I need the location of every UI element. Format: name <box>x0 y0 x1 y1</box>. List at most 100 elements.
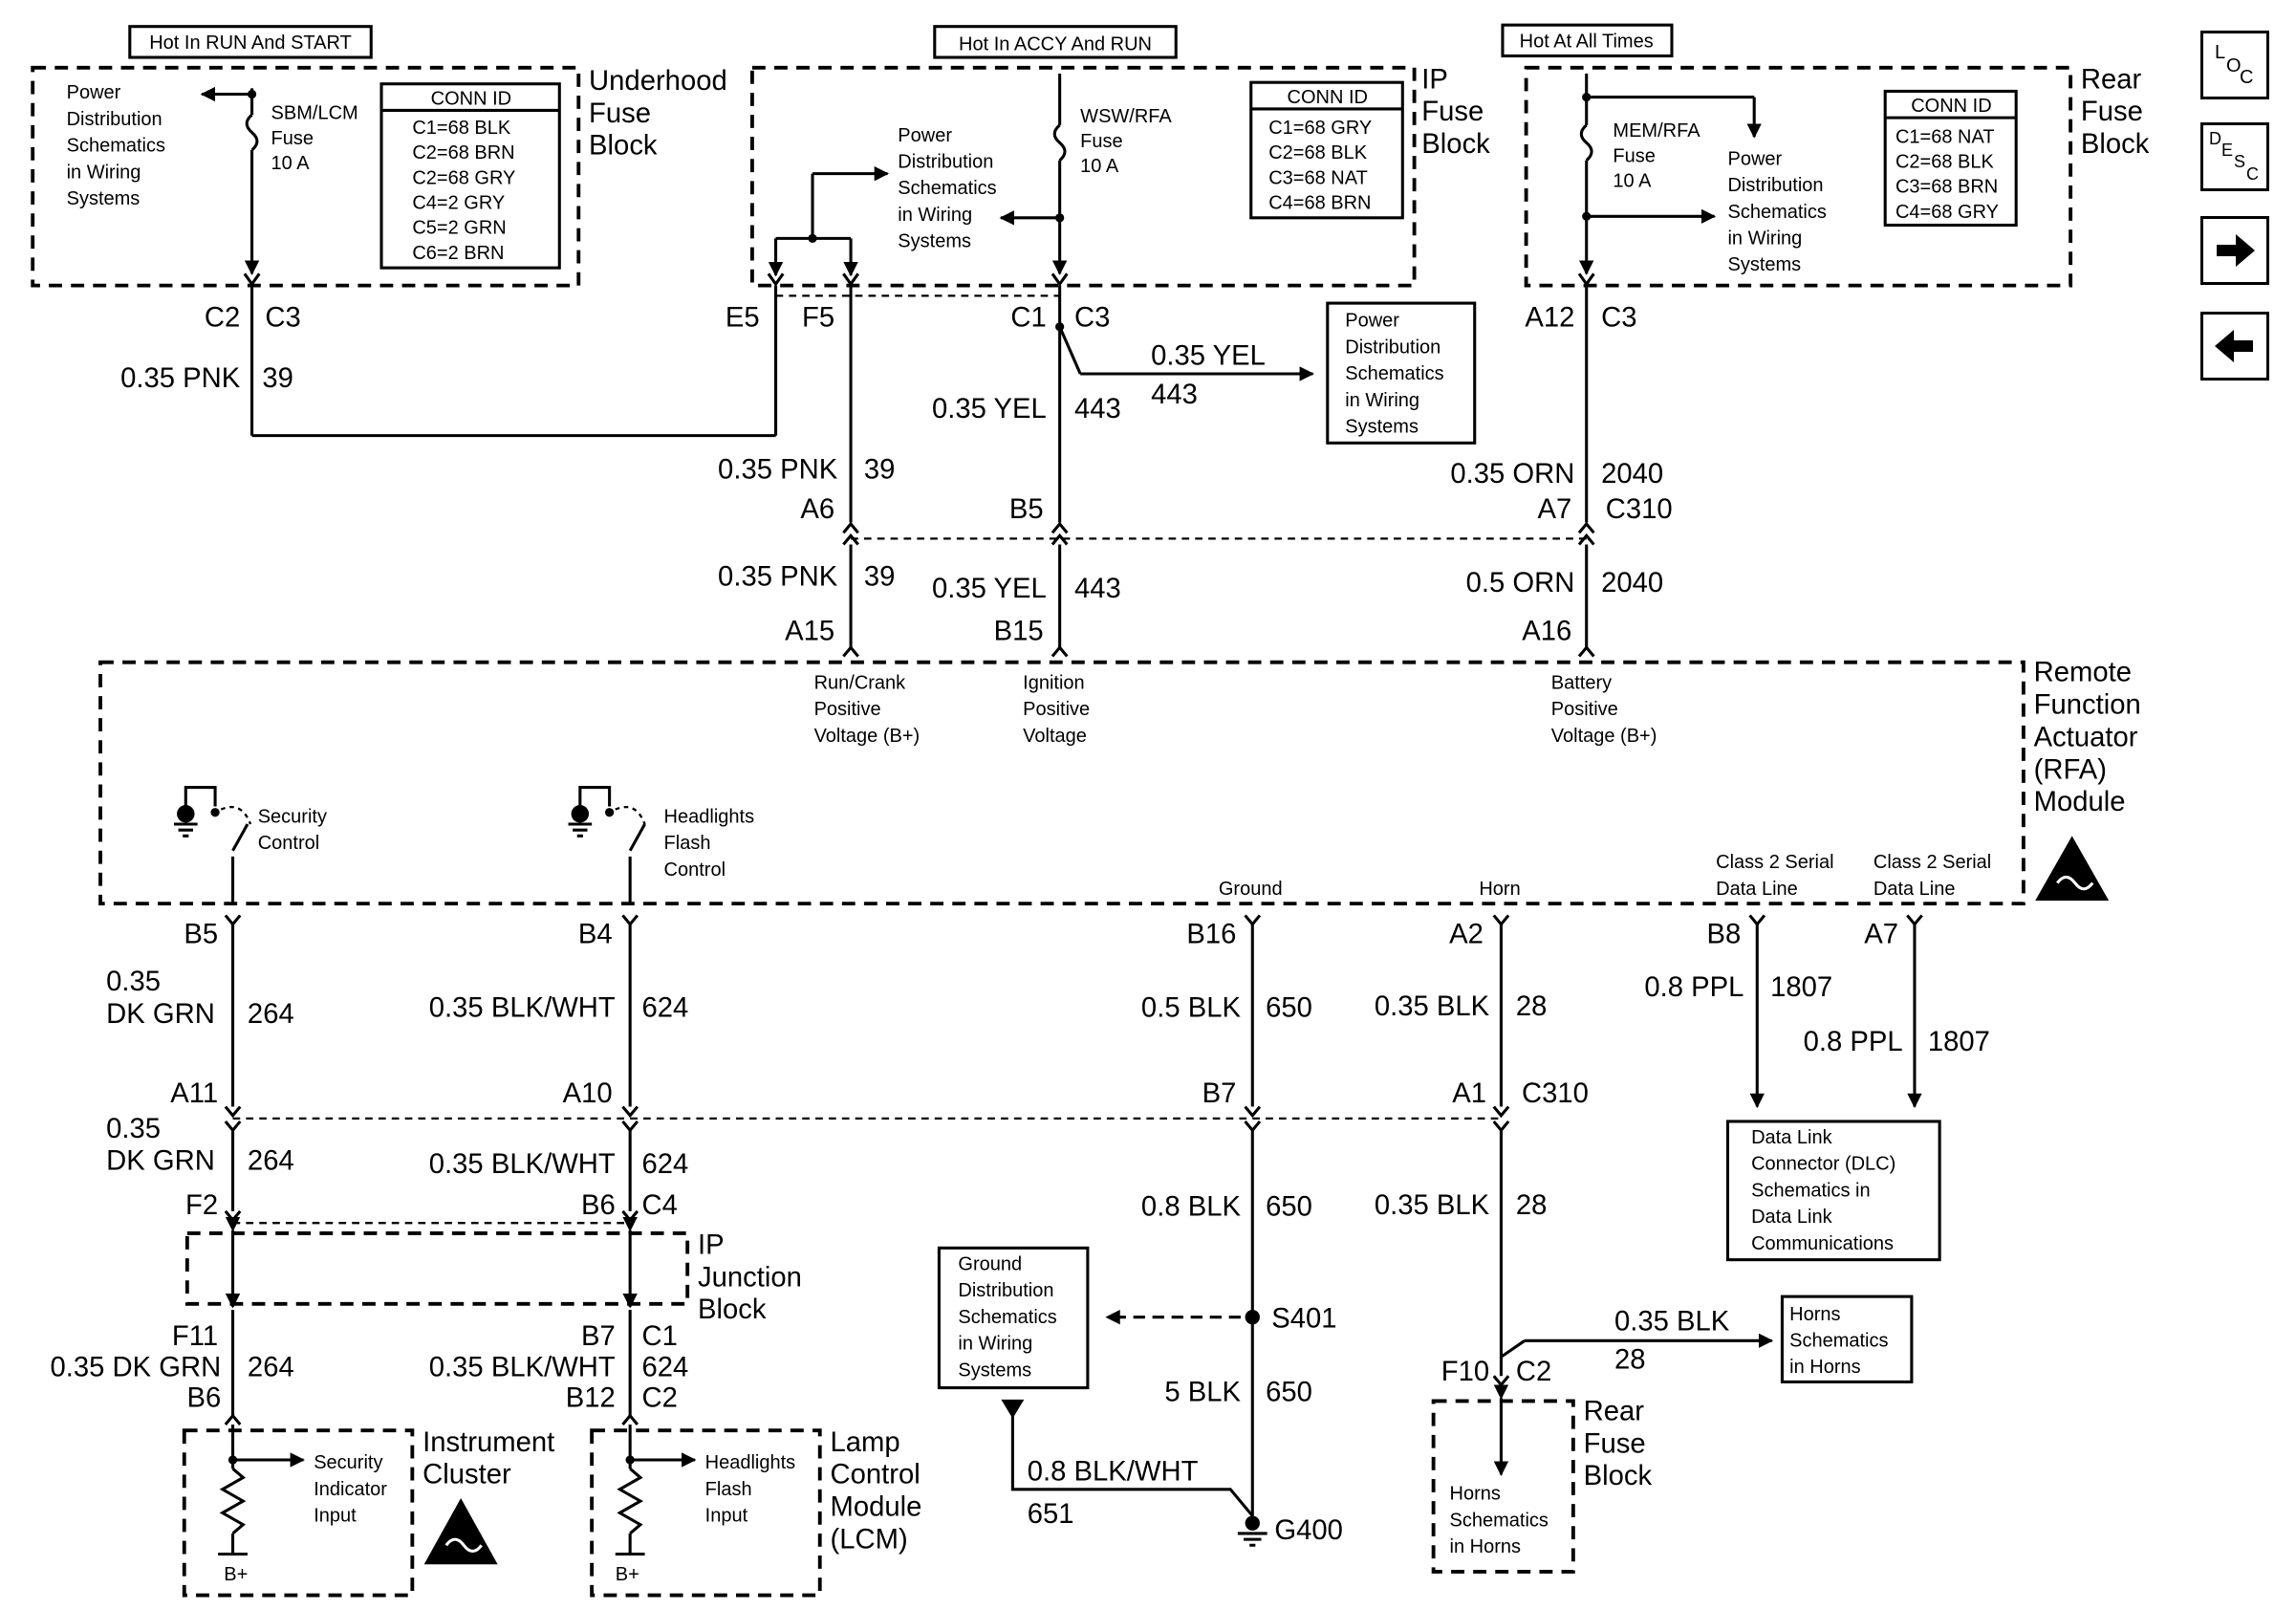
wire-label-color: 0.8 BLK <box>1141 1191 1242 1222</box>
conn-id-entry: C1=68 BLK <box>412 118 511 139</box>
previous-page-button[interactable] <box>2200 312 2269 381</box>
pin-label: A2 <box>1449 920 1484 950</box>
desc-letter: E <box>2221 141 2233 160</box>
bplus-label: B+ <box>616 1564 639 1585</box>
wire-label-color: 0.8 BLK/WHT <box>1028 1457 1199 1488</box>
block-label-lcm: Lamp <box>831 1427 900 1458</box>
ref-label-pds: Schematics <box>1345 363 1443 384</box>
wire-label-color: 0.35 BLK/WHT <box>429 1352 616 1382</box>
connector-symbol <box>1492 1105 1510 1119</box>
input-label-headlights: Headlights <box>705 1452 796 1473</box>
conn-id-box-rear <box>1883 89 2018 228</box>
conn-id-entry: C2=68 BRN <box>412 142 514 163</box>
switch-headlights-blade <box>628 823 646 852</box>
rfa-terminal-security: Control <box>258 833 319 854</box>
ref-label-dlc: Data Link <box>1751 1207 1832 1228</box>
block-label-rfa: Actuator <box>2034 722 2138 752</box>
rfa-terminal-battery: Positive <box>1551 699 1618 720</box>
pin-label: C1 <box>641 1321 677 1352</box>
connector-symbol <box>1577 533 1595 546</box>
connector-symbol <box>1492 1120 1510 1133</box>
ref-label-pds: in Wiring <box>67 162 141 183</box>
wire-label-color: 5 BLK <box>1164 1377 1241 1407</box>
block-label-rear-fuse: Fuse <box>2081 97 2143 127</box>
wire-label-color: 0.35 PNK <box>120 363 241 394</box>
pin-label: C1 <box>1010 303 1046 334</box>
switch-headlights-link <box>615 805 646 825</box>
rfa-terminal-ignition: Positive <box>1023 699 1090 720</box>
desc-button[interactable]: D E S C <box>2200 122 2269 191</box>
conn-id-entry: C4=2 GRY <box>412 193 505 214</box>
wire-28-blk <box>1500 1339 1526 1359</box>
ref-label-horns: in Horns <box>1789 1357 1860 1378</box>
block-label-lcm: Control <box>831 1460 921 1490</box>
wire-label-color: 0.35 PNK <box>718 454 838 485</box>
block-label-lcm: Module <box>831 1491 922 1522</box>
wire-label-color: DK GRN <box>106 1146 215 1177</box>
supply-box-all-times <box>1501 23 1674 58</box>
fuse-label-mem: Fuse <box>1613 145 1655 166</box>
fuse-label-sbm: 10 A <box>271 153 311 174</box>
rear-fuse-block-outline <box>1524 65 2073 288</box>
conn-id-entry: C2=68 BLK <box>1895 151 1995 172</box>
ref-box-ground-distribution <box>937 1246 1090 1390</box>
wire-label-circuit: 264 <box>248 999 294 1030</box>
loc-letter: L <box>2215 42 2225 63</box>
ground-symbol <box>568 822 593 838</box>
loc-button[interactable]: L O C <box>2200 31 2269 99</box>
connector-symbol <box>621 1209 639 1223</box>
ref-label-dlc: Communications <box>1751 1233 1894 1254</box>
loc-letter: C <box>2240 67 2253 88</box>
wire-label-circuit: 264 <box>248 1146 294 1177</box>
wire-label-color: 0.5 BLK <box>1141 993 1242 1024</box>
supply-box-accy-run <box>933 25 1178 59</box>
block-label-underhood: Underhood <box>589 66 727 97</box>
fuse-label-sbm: SBM/LCM <box>271 103 358 124</box>
fuse-label-mem: 10 A <box>1613 170 1652 191</box>
ref-label-horns: Schematics <box>1450 1510 1549 1531</box>
ref-label-pds: Power <box>1727 148 1782 169</box>
loc-letter: O <box>2226 55 2242 76</box>
connector-symbol <box>1748 914 1766 927</box>
pin-label: E5 <box>726 303 760 334</box>
pin-label: C2 <box>1516 1357 1551 1387</box>
block-label-instrument-cluster: Cluster <box>422 1460 511 1490</box>
resistor-symbol <box>219 1468 247 1535</box>
desc-icon: D E S C <box>2209 129 2259 184</box>
ip-junction-block-outline <box>184 1231 690 1306</box>
ref-label-gds: in Wiring <box>958 1334 1032 1355</box>
splice-dot <box>1055 322 1065 332</box>
connector-symbol <box>1577 521 1595 534</box>
ground-g400-symbol <box>1237 1532 1267 1547</box>
wire-label-color: 0.35 ORN <box>1450 459 1574 490</box>
ref-label-horns: Schematics <box>1789 1330 1888 1351</box>
fuse-label-wsw: Fuse <box>1080 131 1122 152</box>
conn-id-entry: C4=68 BRN <box>1268 193 1371 214</box>
next-page-button[interactable] <box>2200 216 2269 285</box>
block-label-underhood: Block <box>589 131 658 162</box>
ref-label-pds: Systems <box>67 188 141 209</box>
supply-box-run-start <box>128 25 373 59</box>
rfa-terminal-security: Security <box>258 806 327 827</box>
conn-id-box-underhood <box>379 82 561 270</box>
connector-symbol <box>1906 914 1923 927</box>
block-label-rfa: Remote <box>2034 658 2132 688</box>
conn-id-entry: C2=68 BLK <box>1268 142 1368 163</box>
wire-label-circuit: 443 <box>1074 394 1121 424</box>
fuse-wsw-symbol <box>1052 123 1067 162</box>
block-label-ip-fuse: Block <box>1421 129 1490 160</box>
fuse-sbm-symbol <box>245 113 259 152</box>
desc-letter: S <box>2234 152 2245 171</box>
ground-symbol <box>173 822 198 838</box>
connector-symbol <box>1577 644 1595 658</box>
connector-symbol <box>767 272 785 287</box>
ref-label-pds: Systems <box>898 231 971 252</box>
ref-label-gds: Distribution <box>958 1280 1053 1301</box>
conn-id-title: CONN ID <box>1911 96 1991 117</box>
wire-label-color: 0.35 DK GRN <box>51 1352 222 1382</box>
pin-label: C4 <box>641 1190 677 1221</box>
ref-label-pds: Systems <box>1727 254 1801 275</box>
arrow-right-icon <box>2217 234 2255 267</box>
splice-label-s401: S401 <box>1271 1303 1336 1334</box>
connector-symbol <box>1492 914 1510 927</box>
